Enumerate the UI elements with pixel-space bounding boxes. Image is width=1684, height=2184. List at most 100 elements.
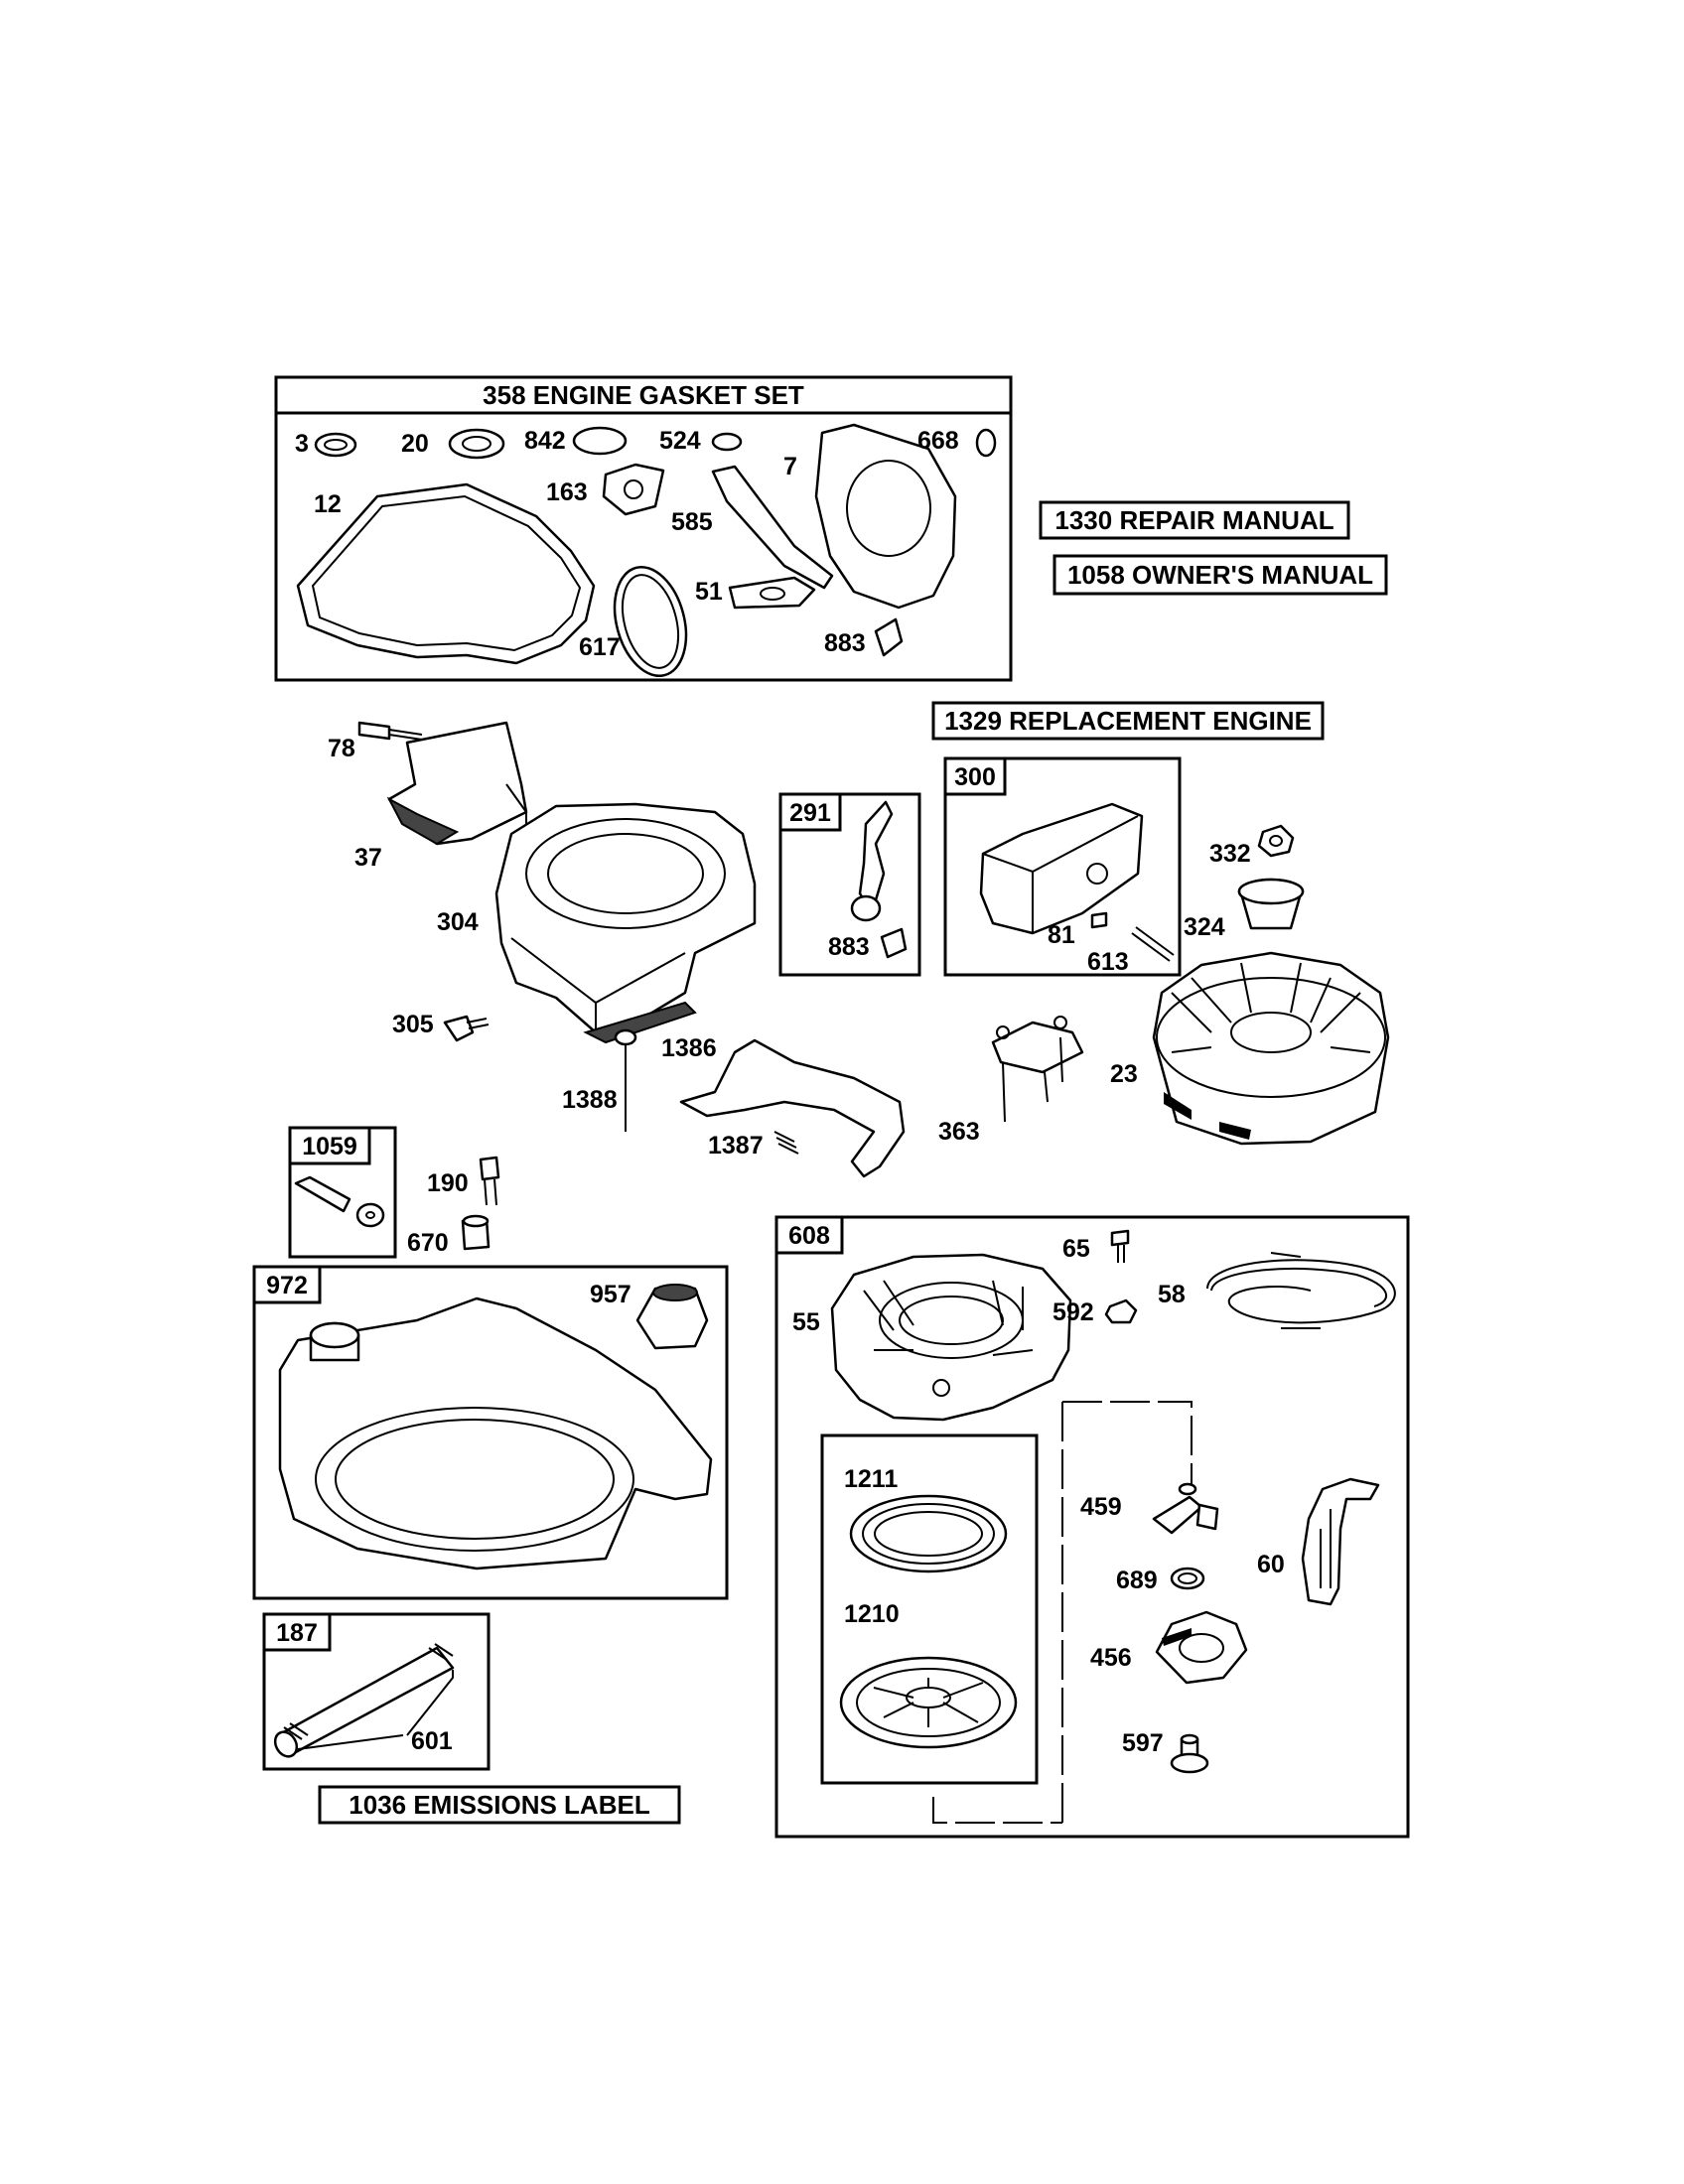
shield-37-drawing <box>387 721 528 846</box>
handle-60-drawing <box>1301 1477 1380 1606</box>
nut-592-drawing <box>1104 1298 1138 1324</box>
gasket-842-drawing <box>572 426 628 456</box>
kit-tag-1059: 1059 <box>302 1133 357 1160</box>
inner-pulley-box <box>820 1433 1039 1785</box>
gasket-524-drawing <box>711 432 743 452</box>
label-20: 20 <box>401 430 429 458</box>
emissions-label-text: 1036 EMISSIONS LABEL <box>349 1790 650 1820</box>
armature-group: 363 <box>938 1016 1084 1146</box>
gasket-617-drawing <box>613 565 688 678</box>
label-1210: 1210 <box>844 1600 900 1628</box>
label-65: 65 <box>1062 1235 1090 1263</box>
label-55: 55 <box>792 1308 820 1336</box>
kit-972-group: 972 957 <box>252 1265 729 1600</box>
kit-187-group: 187 601 <box>262 1612 491 1771</box>
dog-459-drawing <box>1152 1495 1203 1535</box>
label-363: 363 <box>938 1118 980 1146</box>
kit-1059-group: 1059 <box>288 1126 397 1259</box>
engine-gasket-set-group: 358 ENGINE GASKET SET 3 20 842 524 7 6 <box>274 375 1013 682</box>
label-592: 592 <box>1052 1298 1094 1326</box>
label-58: 58 <box>1158 1281 1186 1308</box>
label-459: 459 <box>1080 1493 1122 1521</box>
label-597: 597 <box>1122 1729 1164 1757</box>
label-324: 324 <box>1184 913 1225 941</box>
spring-1387-drawing <box>773 1131 799 1155</box>
label-524: 524 <box>659 427 701 455</box>
label-689: 689 <box>1116 1567 1158 1594</box>
gasket-12-drawing <box>296 482 596 665</box>
kit-291-group: 291 883 <box>778 792 921 977</box>
bolt-190-drawing <box>479 1156 500 1181</box>
spring-1211-drawing <box>849 1494 1008 1573</box>
emissions-label-box <box>318 1785 681 1825</box>
label-883b: 883 <box>828 933 870 961</box>
starter-housing-55-drawing <box>830 1253 1072 1422</box>
gasket-3-drawing <box>314 432 357 458</box>
label-1387: 1387 <box>708 1132 764 1160</box>
label-668: 668 <box>917 427 959 455</box>
label-456: 456 <box>1090 1644 1132 1672</box>
label-1211: 1211 <box>844 1465 898 1493</box>
seal-20-drawing <box>448 428 505 460</box>
label-78: 78 <box>328 735 355 762</box>
label-37: 37 <box>354 844 382 872</box>
replacement-engine-text: 1329 REPLACEMENT ENGINE <box>944 706 1312 736</box>
head-gasket-7-drawing <box>814 423 957 610</box>
label-12: 12 <box>314 490 342 518</box>
governor-group: 1386 1388 1387 <box>562 1028 906 1178</box>
bolt-65-drawing <box>1110 1229 1130 1247</box>
label-7: 7 <box>783 453 797 480</box>
label-60: 60 <box>1257 1551 1285 1578</box>
owners-manual-box <box>1052 554 1388 596</box>
cam-456-drawing <box>1155 1610 1248 1685</box>
spring-58-drawing <box>1206 1259 1396 1324</box>
label-332: 332 <box>1209 840 1251 868</box>
kit-tag-300: 300 <box>954 763 996 791</box>
label-670: 670 <box>407 1229 449 1257</box>
bolt-78-drawing <box>357 721 391 741</box>
label-601: 601 <box>411 1727 453 1755</box>
gasket-883b-drawing <box>880 927 908 959</box>
label-305: 305 <box>392 1011 434 1038</box>
kit-tag-291: 291 <box>789 799 831 827</box>
gasket-163-drawing <box>602 463 665 516</box>
label-883a: 883 <box>824 629 866 657</box>
label-304: 304 <box>437 908 479 936</box>
bolt-305-drawing <box>443 1015 475 1042</box>
governor-link-1386-drawing <box>679 1038 906 1178</box>
label-957: 957 <box>590 1281 632 1308</box>
label-585: 585 <box>671 508 713 536</box>
replacement-engine-box <box>931 701 1325 741</box>
kit-300-group: 300 81 613 <box>943 756 1182 977</box>
pulley-1210-drawing <box>839 1656 1018 1749</box>
label-163: 163 <box>546 478 588 506</box>
label-1388: 1388 <box>562 1086 618 1114</box>
label-617: 617 <box>579 633 621 661</box>
nut-332-drawing <box>1257 824 1295 858</box>
retainer-689-drawing <box>1170 1567 1205 1590</box>
gasket-set-title: 358 ENGINE GASKET SET <box>483 380 804 410</box>
bolt-81-drawing <box>1090 911 1108 929</box>
gasket-585-drawing <box>711 465 834 590</box>
kit-tag-608: 608 <box>788 1222 830 1250</box>
screw-1388-drawing <box>614 1028 637 1046</box>
gasket-51-drawing <box>728 576 816 610</box>
label-81: 81 <box>1048 921 1075 949</box>
flywheel-group: 23 <box>1110 951 1390 1146</box>
bolt-1059-drawing <box>294 1175 351 1213</box>
label-51: 51 <box>695 578 723 606</box>
blower-housing-group: 78 37 304 305 <box>328 721 757 1044</box>
label-190: 190 <box>427 1169 469 1197</box>
blower-housing-304-drawing <box>494 802 757 1034</box>
kit-608-group: 608 <box>774 1215 1410 1839</box>
kit-tag-972: 972 <box>266 1272 308 1299</box>
muffler-300-drawing <box>979 802 1144 935</box>
label-613: 613 <box>1087 948 1129 976</box>
repair-manual-box <box>1039 500 1350 540</box>
bolt-spacer-group: 190 670 <box>407 1156 500 1257</box>
kit-tag-187: 187 <box>276 1619 318 1647</box>
primer-291-drawing <box>858 800 894 915</box>
flywheel-nut-group: 332 324 <box>1184 824 1305 941</box>
label-842: 842 <box>524 427 566 455</box>
